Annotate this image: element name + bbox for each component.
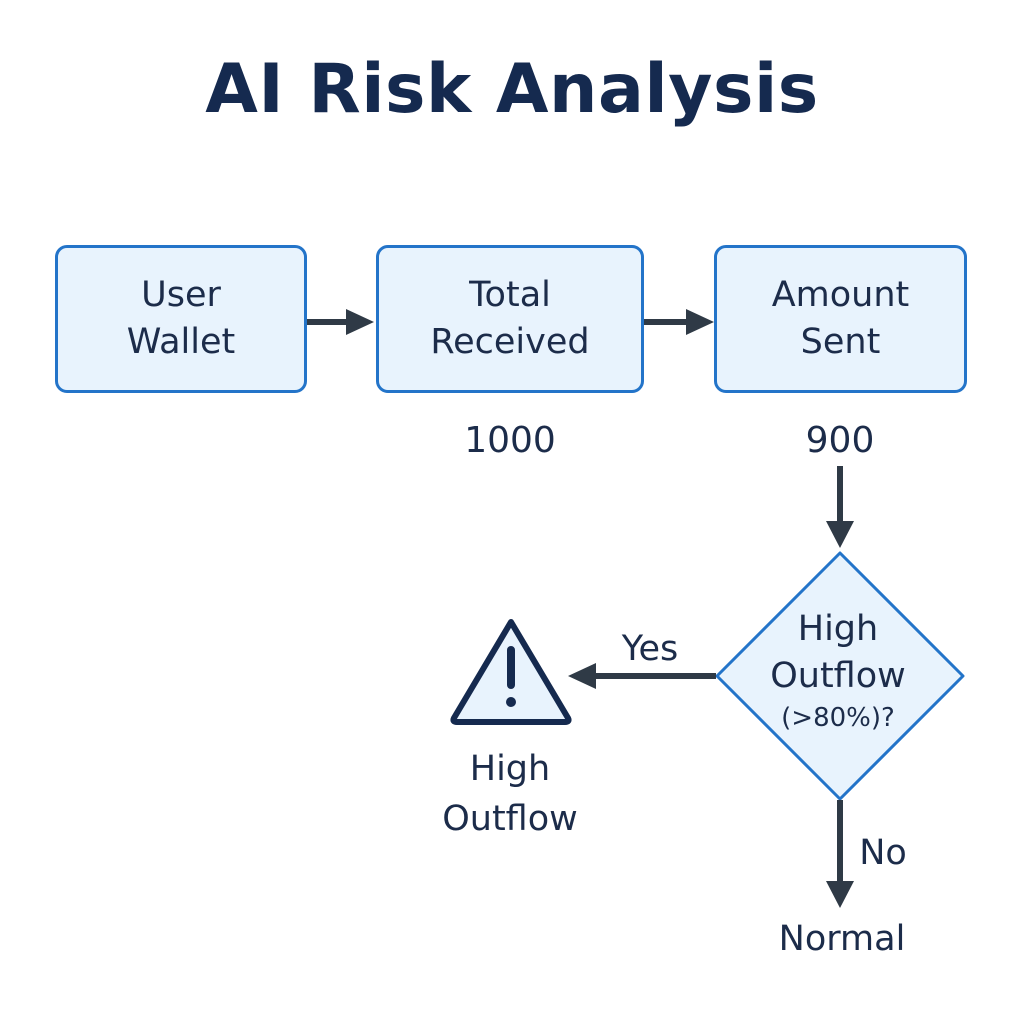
decision-label-line3: (>80%)? <box>781 703 895 733</box>
normal-label: Normal <box>778 919 906 959</box>
yes-label: Yes <box>621 629 679 669</box>
user-wallet-label-line2: Wallet <box>126 322 236 362</box>
amount-sent-value: 900 <box>805 420 875 461</box>
decision-label-line2: Outflow <box>770 656 906 696</box>
arrow-sent-to-decision <box>826 466 854 548</box>
high-outflow-label-line2: Outflow <box>442 799 578 839</box>
total-received-box: Total Received <box>376 245 644 393</box>
diagram-title: AI Risk Analysis <box>205 50 819 129</box>
total-received-label-line2: Received <box>430 322 590 362</box>
high-outflow-label-line1: High <box>469 749 551 789</box>
user-wallet-box: User Wallet <box>55 245 307 393</box>
total-received-label-line1: Total <box>469 275 551 315</box>
warning-triangle-icon <box>450 619 572 725</box>
decision-label-line1: High <box>797 609 879 649</box>
arrow-wallet-to-received <box>307 309 374 335</box>
amount-sent-label-line1: Amount <box>771 275 910 315</box>
total-received-value: 1000 <box>464 420 556 461</box>
arrow-received-to-sent <box>644 309 714 335</box>
no-label: No <box>859 833 907 873</box>
amount-sent-label-line2: Sent <box>800 322 881 362</box>
decision-label: High Outflow (>80%)? <box>738 606 938 736</box>
high-outflow-label: High Outflow <box>400 744 620 844</box>
user-wallet-label-line1: User <box>141 275 221 315</box>
amount-sent-box: Amount Sent <box>714 245 967 393</box>
